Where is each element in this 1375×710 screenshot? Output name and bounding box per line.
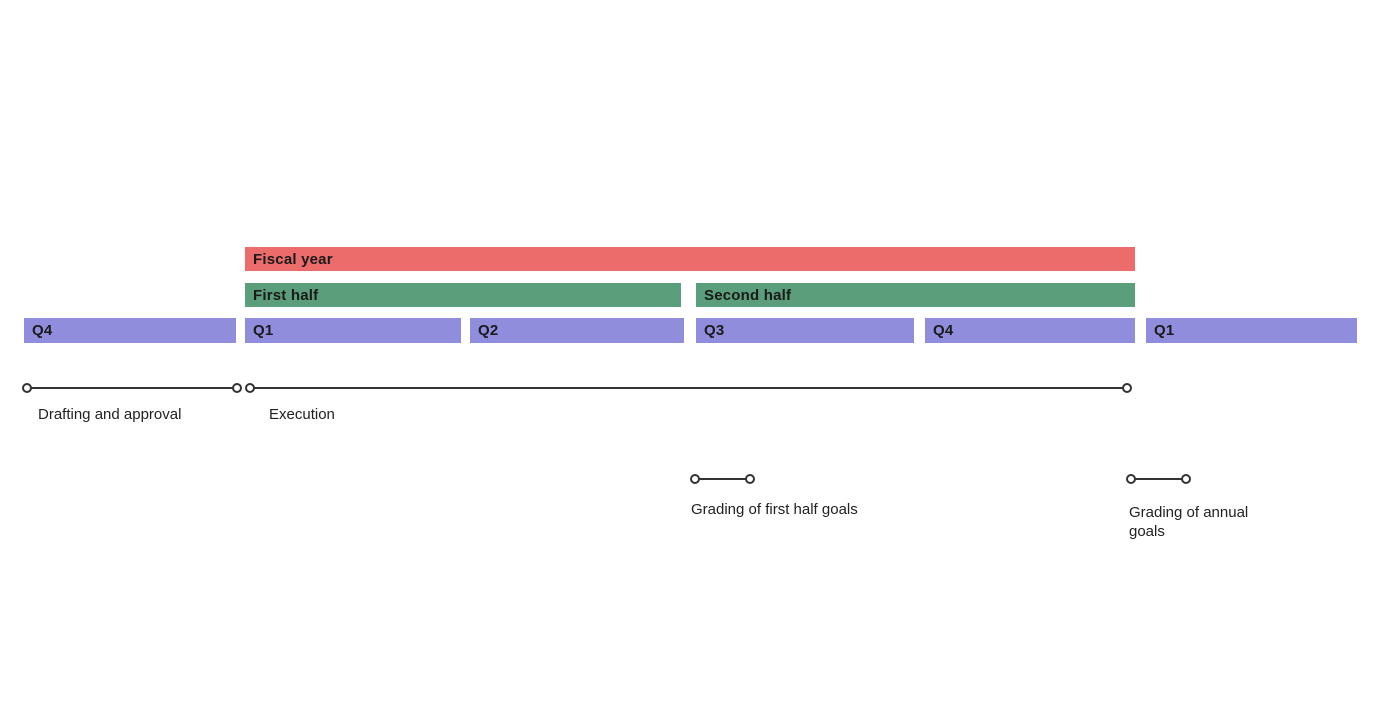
first-half-bar-label: First half: [253, 286, 319, 304]
quarter-bar-0-label: Q4: [32, 322, 53, 339]
milestone-span-grading-first-half-goals: [690, 474, 755, 484]
milestone-line: [31, 387, 233, 389]
quarter-bar-1-label: Q1: [253, 322, 274, 339]
quarter-bar-4: Q4: [925, 318, 1135, 343]
milestone-start-dot-icon: [690, 474, 700, 484]
milestone-span-execution: [245, 383, 1132, 393]
milestone-line: [254, 387, 1123, 389]
milestone-label-drafting-and-approval: Drafting and approval: [38, 406, 182, 423]
quarter-bar-2: Q2: [470, 318, 684, 343]
second-half-bar: Second half: [696, 283, 1135, 307]
fiscal-year-bar: Fiscal year: [245, 247, 1135, 271]
quarter-bar-5-label: Q1: [1154, 322, 1175, 339]
milestone-label-execution: Execution: [269, 406, 335, 423]
milestone-end-dot-icon: [745, 474, 755, 484]
milestone-end-dot-icon: [1181, 474, 1191, 484]
milestone-line: [699, 478, 746, 480]
second-half-bar-label: Second half: [704, 286, 792, 304]
quarter-bar-5: Q1: [1146, 318, 1357, 343]
quarter-bar-0: Q4: [24, 318, 236, 343]
quarter-bar-2-label: Q2: [478, 322, 499, 339]
milestone-end-dot-icon: [232, 383, 242, 393]
fiscal-year-bar-label: Fiscal year: [253, 250, 333, 268]
quarter-bar-3: Q3: [696, 318, 914, 343]
milestone-start-dot-icon: [1126, 474, 1136, 484]
quarter-bar-1: Q1: [245, 318, 461, 343]
milestone-span-drafting-and-approval: [22, 383, 242, 393]
milestone-end-dot-icon: [1122, 383, 1132, 393]
milestone-start-dot-icon: [22, 383, 32, 393]
milestone-span-grading-annual-goals: [1126, 474, 1191, 484]
milestone-start-dot-icon: [245, 383, 255, 393]
milestone-line: [1135, 478, 1182, 480]
first-half-bar: First half: [245, 283, 681, 307]
quarter-bar-3-label: Q3: [704, 322, 725, 339]
milestone-label-grading-first-half-goals: Grading of first half goals: [691, 501, 858, 518]
quarter-bar-4-label: Q4: [933, 322, 954, 339]
milestone-label-grading-annual-goals: Grading of annual goals: [1129, 504, 1249, 540]
